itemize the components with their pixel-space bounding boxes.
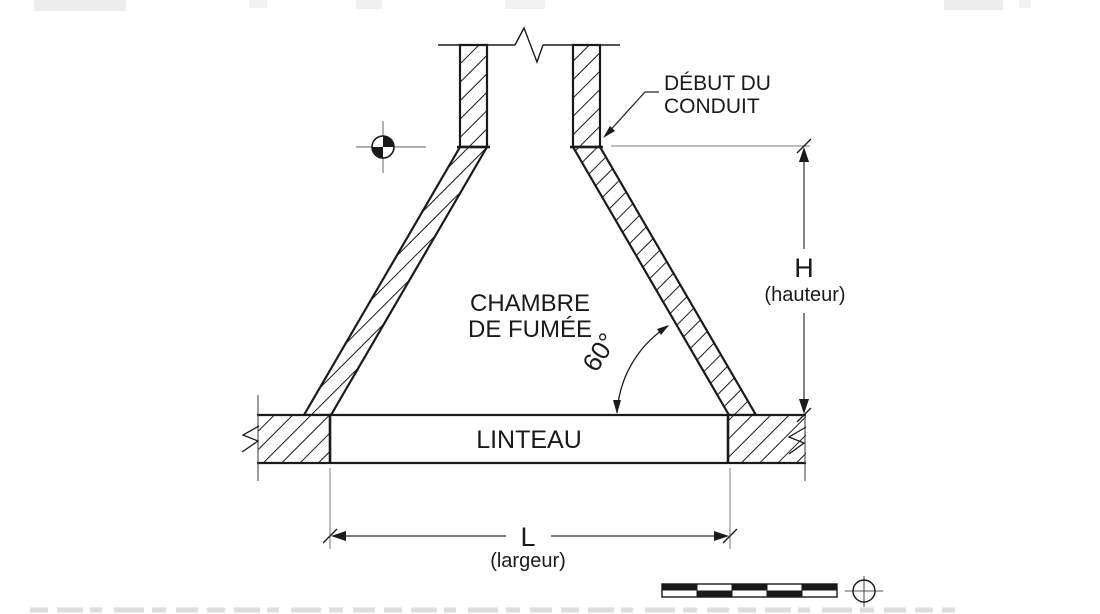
sloped-wall-left	[302, 145, 489, 417]
chamber-label: CHAMBRE DE FUMÉE	[468, 290, 592, 343]
flue-start-label-line2: CONDUIT	[664, 95, 760, 118]
flue-start-label-line1: DÉBUT DU	[664, 72, 771, 95]
dim-arrowhead-left	[331, 531, 346, 541]
leader-arrowhead	[603, 126, 615, 138]
flue-wall-right	[571, 43, 602, 149]
arc-arrowhead-top	[657, 325, 669, 335]
lintel-band: LINTEAU	[241, 395, 807, 481]
width-dimension: L (largeur)	[322, 468, 738, 572]
height-word-label: (hauteur)	[764, 284, 845, 306]
arc-arrowhead-bottom	[613, 400, 621, 414]
break-line-symbol	[514, 26, 544, 65]
dim-arrowhead-right	[714, 531, 729, 541]
flue-wall-left	[458, 43, 489, 149]
center-target-icon	[356, 121, 426, 173]
flue-start-callout: DÉBUT DU CONDUIT	[603, 72, 771, 138]
chamber-label-line2: DE FUMÉE	[468, 316, 592, 343]
height-dimension: H (hauteur)	[611, 138, 846, 423]
height-symbol-label: H	[794, 253, 814, 283]
width-word-label: (largeur)	[490, 550, 566, 572]
flue-top	[438, 26, 620, 149]
scale-bar	[661, 583, 838, 598]
dim-arrowhead-up	[799, 147, 809, 162]
registration-mark-icon	[845, 576, 883, 607]
dim-arrowhead-down	[799, 399, 809, 414]
break-line-symbol	[787, 426, 807, 455]
angle-annotation: 60°	[576, 325, 669, 414]
smoke-chamber-walls	[302, 145, 758, 417]
break-line-symbol	[241, 425, 260, 453]
width-symbol-label: L	[520, 522, 535, 552]
lintel-label: LINTEAU	[476, 426, 582, 454]
masonry-left	[258, 415, 330, 463]
lintel-box	[330, 415, 728, 463]
chamber-label-line1: CHAMBRE	[470, 290, 590, 317]
top-edge-artifacts	[34, 0, 1031, 11]
